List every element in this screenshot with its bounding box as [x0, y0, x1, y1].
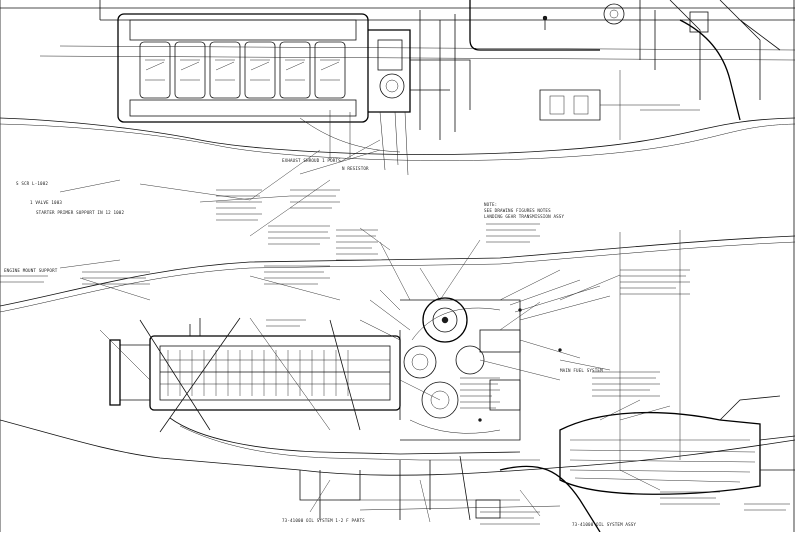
- callout-text: S SCR L-1002: [16, 181, 48, 186]
- callout-text: 73-41000 OIL SYSTEM 1-2 F PARTS: [282, 518, 365, 523]
- callout-text: MAIN FUEL SYSTEM: [560, 368, 603, 373]
- callout-upper-left: S SCR L-1002 1 VALVE 1003 STARTER PRIMER…: [16, 181, 124, 215]
- callout-text: 73-41000 OIL SYSTEM ASSY: [572, 522, 636, 527]
- note-line-3: LANDING GEAR TRANSMISSION ASSY: [484, 214, 564, 219]
- note-line-1: NOTE:: [484, 202, 497, 207]
- callout-block-c: EXHAUST SHROUD 1 PORTS N RESISTOR: [282, 158, 369, 171]
- callout-lower-left: ENGINE MOUNT SUPPORT: [4, 268, 58, 273]
- callout-bottom: 73-41000 OIL SYSTEM 1-2 F PARTS 73-41000…: [282, 518, 636, 527]
- upper-engine-view: [0, 0, 795, 176]
- leader-lines: [59, 139, 671, 523]
- cylinder-bank-lower: [160, 350, 390, 396]
- callout-text: STARTER PRIMER SUPPORT IN 12 1002: [36, 210, 124, 215]
- callout-text: EXHAUST SHROUD 1 PORTS: [282, 158, 341, 163]
- callout-text: N RESISTOR: [342, 166, 369, 171]
- callout-text: 1 VALVE 1003: [30, 200, 62, 205]
- accessory-section: [359, 269, 611, 441]
- lower-engine-view: [0, 230, 795, 533]
- callout-text: ENGINE MOUNT SUPPORT: [4, 268, 58, 273]
- note-line-2: SEE DRAWING FIGURES NOTES: [484, 208, 551, 213]
- callout-lower-right-a: MAIN FUEL SYSTEM: [560, 368, 603, 373]
- callout-block-note: NOTE: SEE DRAWING FIGURES NOTES LANDING …: [484, 202, 564, 219]
- part-number-blocks: [0, 189, 790, 525]
- cylinder-bank-upper: [139, 41, 346, 99]
